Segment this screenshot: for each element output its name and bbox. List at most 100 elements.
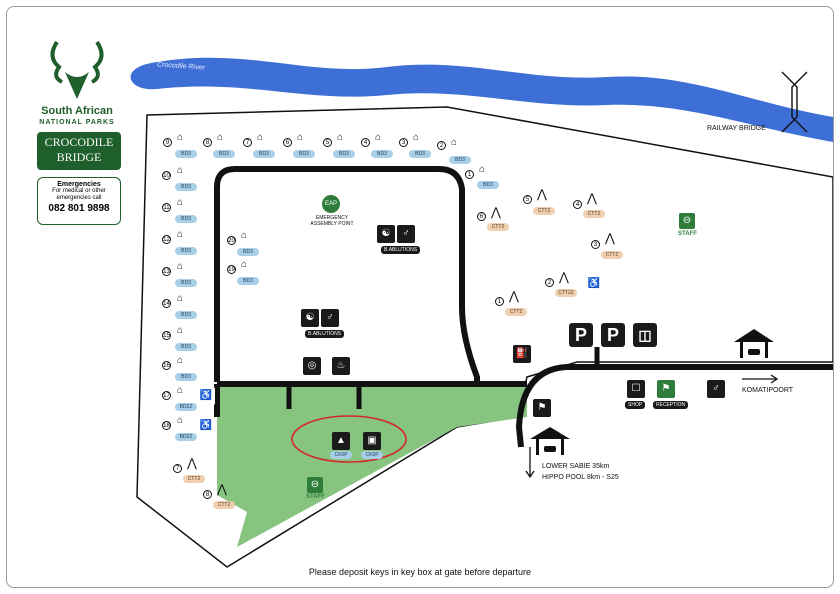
fuel-pump-icon: ⛽ <box>513 345 531 363</box>
exit-road <box>515 364 833 448</box>
unit-type-badge: BD3 <box>175 343 197 351</box>
wheelchair-icon: ♿ <box>585 275 603 293</box>
tent-number: 5 <box>523 195 532 204</box>
map-frame: South African NATIONAL PARKS CROCODILE B… <box>6 6 834 588</box>
emergency-box: Emergencies For medical or other emergen… <box>37 177 121 225</box>
tent-number: 2 <box>545 278 554 287</box>
camp-map <box>50 40 833 568</box>
footer-notice: Please deposit keys in key box at gate b… <box>308 567 532 577</box>
unit-number: 12 <box>162 235 171 244</box>
komatipoort-label: KOMATIPOORT <box>742 387 794 394</box>
unit-number: 15 <box>162 331 171 340</box>
bungalow-icon: ⌂ <box>177 355 184 366</box>
parking-icon-2: P <box>601 323 625 347</box>
caravan-icon: ▣ <box>363 432 381 450</box>
assembly-point-icon: EAP <box>322 195 340 213</box>
railway-bridge-label: RAILWAY BRIDGE <box>707 125 766 132</box>
bungalow-icon: ⌂ <box>177 132 184 143</box>
unit-type-badge: BD3 <box>175 373 197 381</box>
unit-type-badge: BD3 <box>175 247 197 255</box>
tent-number: 3 <box>591 240 600 249</box>
bungalow-icon: ⌂ <box>177 415 184 426</box>
tent-icon: ⋀ <box>187 456 197 470</box>
tent-type-badge: CTT2 <box>505 308 527 316</box>
camp-name-box: CROCODILE BRIDGE <box>37 132 121 170</box>
laundry-icon: ☯ <box>301 309 319 327</box>
bungalow-icon: ⌂ <box>451 137 458 148</box>
bungalow-icon: ⌂ <box>177 229 184 240</box>
gate-icon-south <box>530 427 570 455</box>
unit-number: 8 <box>203 138 212 147</box>
unit-number: 18 <box>162 421 171 430</box>
information-icon: ⚑ <box>533 399 551 417</box>
unit-number: 4 <box>361 138 370 147</box>
reception-label: RECEPTION <box>653 401 689 409</box>
camp-name-line1: CROCODILE <box>44 135 114 149</box>
unit-number: 2 <box>437 141 446 150</box>
unit-type-badge: BD3 <box>175 311 197 319</box>
unit-number: 6 <box>283 138 292 147</box>
komatipoort-arrow <box>742 374 779 384</box>
unit-number: 19 <box>227 265 236 274</box>
staff-label-bottom: STAFF <box>306 494 325 500</box>
unit-type-badge: BD3 <box>449 156 471 164</box>
crocodile-river <box>130 57 833 142</box>
unit-type-badge: BD2Z <box>175 403 197 411</box>
tent-number: 7 <box>173 464 182 473</box>
unit-type-badge: BD3 <box>175 150 197 158</box>
bungalow-icon: ⌂ <box>177 385 184 396</box>
tent-type-badge: CTT2 <box>533 207 555 215</box>
tent-type-badge: CTT2 <box>213 501 235 509</box>
assembly-label-1: EMERGENCY <box>315 215 349 221</box>
washing-machine-icon: ◎ <box>303 357 321 375</box>
bungalow-icon: ⌂ <box>177 197 184 208</box>
camp-name-line2: BRIDGE <box>56 150 102 164</box>
unit-type-badge: BD3 <box>237 277 259 285</box>
ck6p-caravan-badge: CK6P <box>361 451 383 459</box>
bungalow-icon: ⌂ <box>241 230 248 241</box>
unit-type-badge: BD3 <box>371 150 393 158</box>
tent-icon: ⋀ <box>509 289 519 303</box>
unit-number: 3 <box>399 138 408 147</box>
ablutions-label-top: B.ABLUTIONS <box>381 246 421 254</box>
bungalow-icon: ⌂ <box>375 132 382 143</box>
tent-type-badge: CTT2 <box>601 251 623 259</box>
lower-sabie-label: LOWER SABIE 35km <box>542 463 610 470</box>
brand-subtitle: NATIONAL PARKS <box>39 119 115 126</box>
bungalow-icon: ⌂ <box>177 165 184 176</box>
lower-sabie-arrow <box>525 447 535 479</box>
bungalow-icon: ⌂ <box>241 259 248 270</box>
bungalow-icon: ⌂ <box>177 261 184 272</box>
bungalow-icon: ⌂ <box>479 164 486 175</box>
staff-icon-bottom: ⊖ <box>307 477 323 493</box>
tent-number: 1 <box>495 297 504 306</box>
parking-icon-1: P <box>569 323 593 347</box>
tent-type-badge: CTT2Z <box>555 289 577 297</box>
shop-label: SHOP <box>625 401 646 409</box>
unit-number: 10 <box>162 171 171 180</box>
restrooms-icon: ♂ <box>707 380 725 398</box>
unit-type-badge: BD3 <box>175 279 197 287</box>
unit-type-badge: BD3 <box>253 150 275 158</box>
tent-number: 6 <box>477 212 486 221</box>
unit-type-badge: BD3 <box>213 150 235 158</box>
unit-number: 13 <box>162 267 171 276</box>
staff-icon-right: ⊖ <box>679 213 695 229</box>
wheelchair-icon: ♿ <box>197 387 215 405</box>
hippo-pool-label: HIPPO POOL 8km - S25 <box>542 474 619 481</box>
tent-icon: ⋀ <box>587 191 597 205</box>
tent-icon: ▲ <box>332 432 350 450</box>
unit-type-badge: BD3 <box>293 150 315 158</box>
camping-highlight <box>291 415 407 463</box>
unit-number: 9 <box>163 138 172 147</box>
staff-label-right: STAFF <box>678 231 697 237</box>
emergency-text: For medical or other emergencies call <box>52 188 106 201</box>
tent-type-badge: CTT2 <box>487 223 509 231</box>
reception-icon: ⚑ <box>657 380 675 398</box>
unit-type-badge: BD3 <box>409 150 431 158</box>
tent-icon: ⋀ <box>491 205 501 219</box>
unit-type-badge: BD3 <box>175 183 197 191</box>
wheelchair-icon: ♿ <box>197 417 215 435</box>
unit-number: 7 <box>243 138 252 147</box>
bungalow-icon: ⌂ <box>297 132 304 143</box>
